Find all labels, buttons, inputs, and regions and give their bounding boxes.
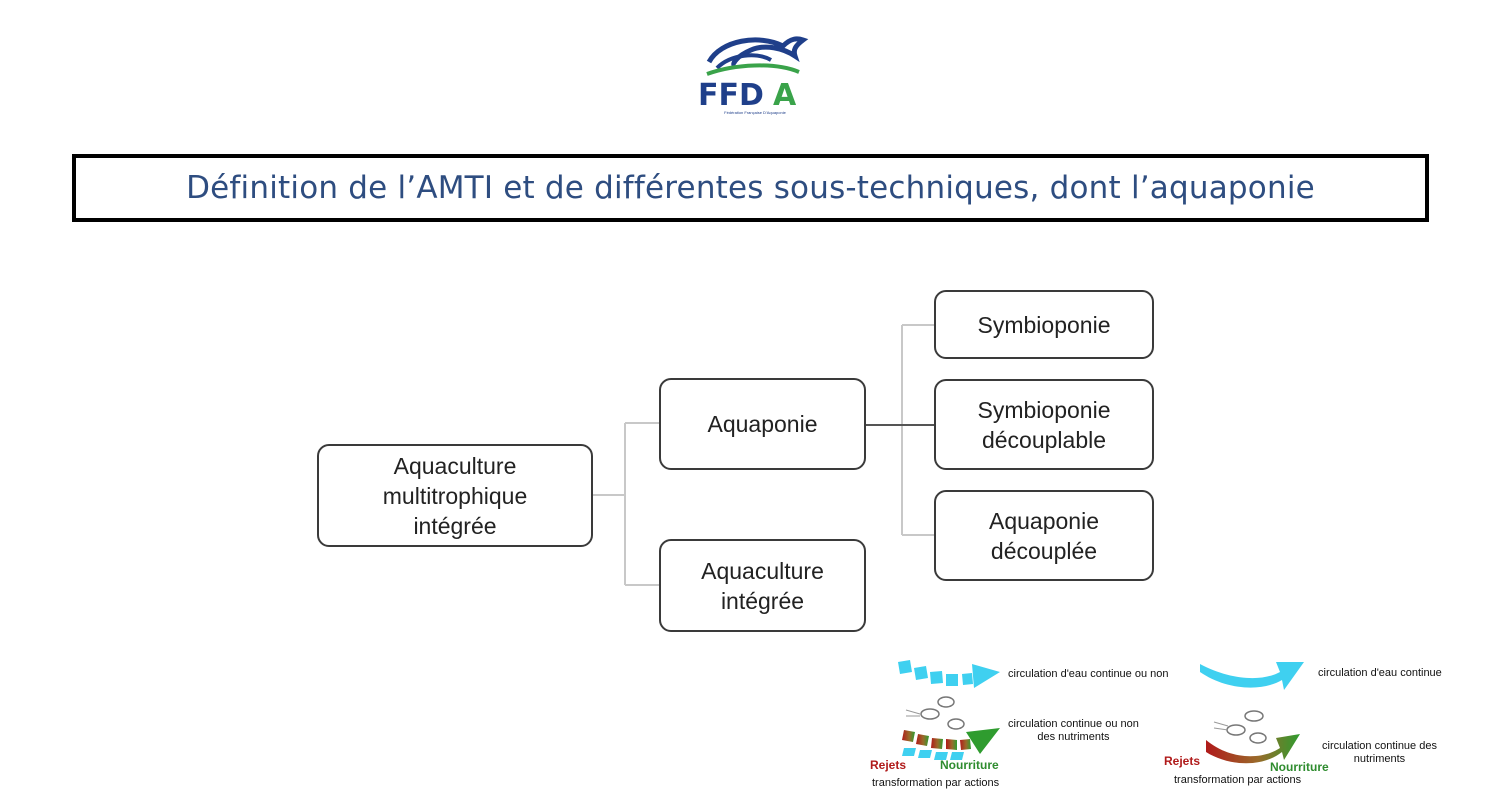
nutrients-continuous-icon — [1206, 710, 1300, 764]
title-box: Définition de l’AMTI et de différentes s… — [72, 154, 1429, 222]
legend-transformation-left: transformation par actions — [872, 777, 1000, 789]
node-symbioponie-decouplable: Symbioponie découplable — [934, 379, 1154, 470]
svg-text:FFD: FFD — [698, 78, 764, 113]
nourriture-label-left: Nourriture — [940, 758, 999, 772]
legend-nutrients-non-continuous: circulation continue ou non des nutrimen… — [1008, 718, 1139, 743]
dashed-water-arrow-icon — [898, 660, 1000, 688]
node-aquaponie: Aquaponie — [659, 378, 866, 470]
legend-nutrients-continuous: circulation continue des nutriments — [1322, 740, 1437, 765]
node-aquaculture-integree: Aquaculture intégrée — [659, 539, 866, 632]
rejets-label-left: Rejets — [870, 758, 907, 772]
rejets-label-right: Rejets — [1164, 754, 1201, 768]
fish-logo-icon: FFD A — [698, 36, 809, 113]
node-aquaponie-decouplee: Aquaponie découplée — [934, 490, 1154, 581]
legend-transformation-right: transformation par actions — [1174, 774, 1302, 786]
legend-water-continuous: circulation d'eau continue — [1318, 667, 1442, 679]
node-amti: Aquaculture multitrophique intégrée — [317, 444, 593, 547]
node-symbioponie: Symbioponie — [934, 290, 1154, 359]
nutrients-non-continuous-icon — [902, 696, 1000, 760]
page-title: Définition de l’AMTI et de différentes s… — [186, 170, 1315, 206]
nourriture-label-right: Nourriture — [1270, 760, 1329, 774]
svg-text:A: A — [773, 78, 797, 113]
ffda-logo: FFD A Fédération Française D'Aquaponie — [695, 32, 815, 120]
legend-water-non-continuous: circulation d'eau continue ou non — [1008, 668, 1169, 680]
solid-water-arrow-icon — [1200, 662, 1304, 690]
logo-subtitle: Fédération Française D'Aquaponie — [724, 110, 786, 115]
